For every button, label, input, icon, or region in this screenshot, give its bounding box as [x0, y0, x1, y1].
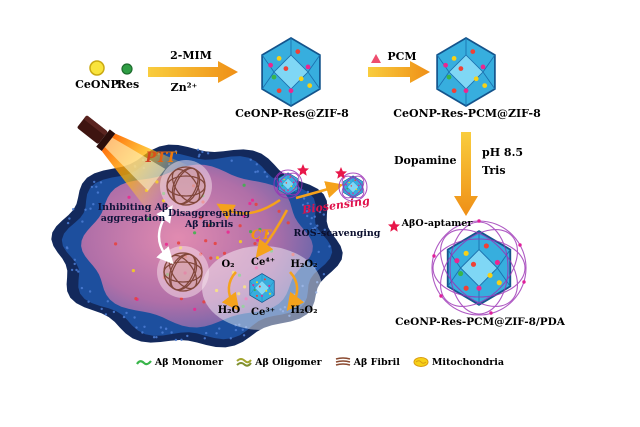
reaction-arrow-3	[454, 132, 478, 216]
cycle-o2-label: O₂	[221, 259, 235, 270]
legend-label: Aβ Fibril	[353, 356, 400, 368]
legend-item-oligomer: Aβ Oligomer	[236, 356, 322, 368]
zif8-crystal-2	[436, 37, 496, 107]
ceonp-label: CeONP	[75, 78, 119, 91]
legend-item-fibril: Aβ Fibril	[335, 356, 400, 368]
cell-texture-dots	[65, 148, 331, 342]
inhibit-disaggregate-arrow	[156, 205, 174, 265]
product3-label: CeONP-Res-PCM@ZIF-8/PDA	[395, 316, 565, 328]
aptamer-label: AβO-aptamer	[401, 218, 473, 229]
ab-fibril-icon	[335, 357, 350, 366]
cycle-h2o-label: H₂O	[217, 305, 241, 316]
legend-label: Aβ Monomer	[154, 356, 224, 368]
step3-reagent-label: Dopamine	[394, 154, 457, 167]
inhibiting-label: Inhibiting Aβ aggregation	[97, 202, 169, 224]
arrow-biosensing	[295, 181, 344, 200]
ab-monomer-icon	[135, 360, 152, 366]
aptamer-star-icon	[388, 220, 400, 232]
pda-coated-crystal	[431, 219, 527, 316]
step3-condition2-label: Tris	[482, 164, 506, 177]
ros-label: ROS-scavenging	[293, 228, 381, 239]
ceonp-particle-icon	[89, 60, 105, 76]
cycle-ce4-label: Ce⁴⁺	[251, 257, 275, 268]
product1-label: CeONP-Res@ZIF-8	[235, 107, 349, 120]
product2-label: CeONP-Res-PCM@ZIF-8	[393, 107, 541, 120]
pcm-triangle-icon	[371, 54, 381, 63]
mitochondria-icon	[413, 357, 429, 367]
legend-label: Mitochondria	[431, 356, 505, 368]
step1-reagent-label: 2-MIM	[170, 49, 212, 62]
nir-laser-icon	[77, 115, 193, 218]
ros-catalytic-cycle	[221, 271, 305, 311]
legend-label: Aβ Oligomer	[255, 356, 322, 368]
reaction-arrow-2	[368, 61, 430, 83]
ab-oligomer-icon	[236, 358, 252, 367]
zif8-crystal-1	[261, 37, 321, 107]
ptt-label: PTT	[138, 150, 184, 167]
cycle-ce3-label: Ce³⁺	[251, 307, 275, 318]
aptamer-star-icon	[297, 164, 309, 176]
reaction-arrow-1	[148, 61, 238, 83]
arrow-to-fibrils	[216, 198, 281, 220]
cycle-h2o2-bottom-label: H₂O₂	[290, 305, 318, 316]
legend-item-monomer: Aβ Monomer	[135, 356, 224, 368]
res-label: Res	[116, 78, 140, 91]
step2-reagent-label: PCM	[387, 50, 417, 63]
ct-label: CT	[250, 228, 272, 243]
disaggregating-label: Disaggregating Aβ fibrils	[167, 208, 251, 230]
step3-condition1-label: pH 8.5	[482, 146, 524, 159]
legend: Aβ Monomer Aβ Oligomer Aβ Fibril Mitocho…	[0, 356, 640, 368]
cycle-h2o2-top-label: H₂O₂	[290, 259, 318, 270]
legend-item-mitochondria: Mitochondria	[413, 356, 504, 368]
arrow-ct	[255, 209, 289, 258]
step1-ion-label: Zn²⁺	[170, 81, 198, 94]
res-particle-icon	[121, 63, 133, 75]
